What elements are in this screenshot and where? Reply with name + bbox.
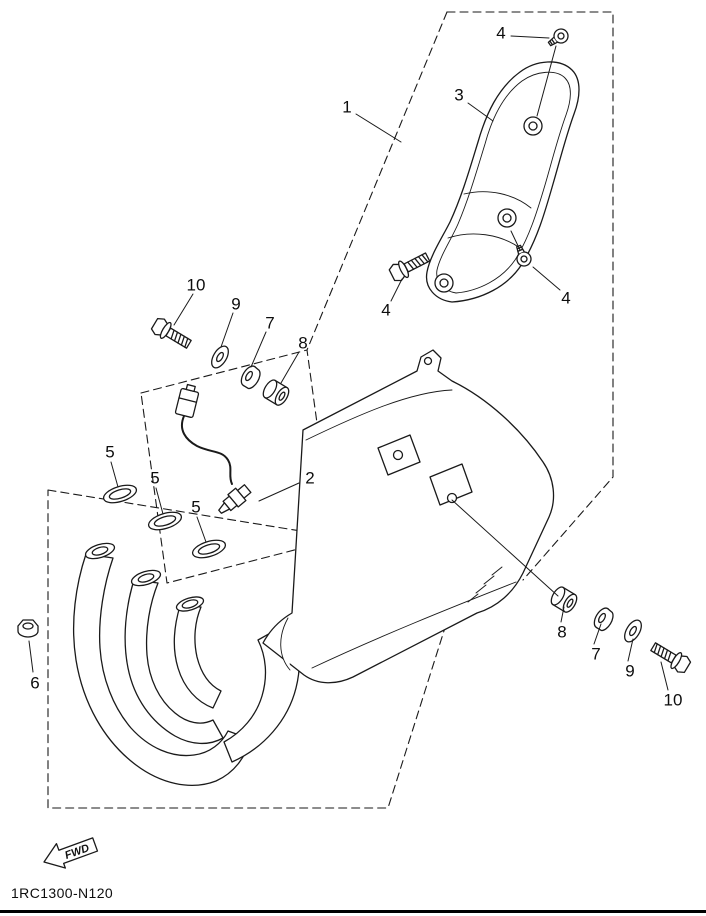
muffler-mount-hole-2 [446, 492, 458, 504]
leader-lines [28, 35, 669, 691]
muffler-mount-hole-1 [392, 449, 404, 461]
washer-7-right [590, 604, 618, 634]
muffler-endcap [280, 617, 291, 671]
callout-9-right: 9 [625, 661, 635, 681]
collar-8-right [547, 584, 581, 616]
callout-3: 3 [454, 85, 464, 105]
o2-sensor-connector [174, 383, 200, 419]
bolt-10-right [647, 638, 693, 676]
fasteners [17, 25, 572, 638]
muffler-hanger-hole [423, 356, 433, 366]
dashed-region-shield [446, 11, 614, 581]
dashed-region-headers [47, 489, 468, 809]
part-code: 1RC1300-N120 [11, 885, 114, 901]
muffler-seam-top [305, 389, 453, 441]
fwd-arrow: FWD [43, 837, 99, 869]
heat-shield-outline [425, 61, 580, 303]
washer-7-left [237, 362, 265, 392]
muffler-assembly [72, 349, 555, 787]
muffler-seam-bottom [311, 581, 517, 669]
callout-4-top: 4 [496, 23, 506, 43]
gasket-5-a [100, 481, 140, 507]
heat-shield-crease-1 [447, 233, 521, 249]
callout-2: 2 [305, 468, 315, 488]
callout-7-left: 7 [265, 313, 275, 333]
callout-10-right: 10 [663, 690, 683, 710]
nut-6 [17, 619, 39, 638]
muffler-mount-plate-2 [429, 463, 473, 506]
heat-shield-inner-line [436, 71, 571, 294]
dashed-diagonal [306, 11, 448, 351]
bolt-4-left [387, 248, 433, 284]
bolt-10-left [149, 315, 195, 353]
callout-8-right: 8 [557, 622, 567, 642]
callout-5-a: 5 [105, 442, 115, 462]
heat-shield [425, 61, 580, 303]
callout-5-b: 5 [150, 468, 160, 488]
callout-8-left: 8 [298, 333, 308, 353]
bottom-rule [0, 910, 706, 913]
fwd-arrow-shape [43, 837, 99, 869]
callout-10-left: 10 [186, 275, 206, 295]
collar-8-left [259, 377, 293, 409]
exhaust-gaskets [100, 481, 229, 562]
washer-9-left [207, 342, 233, 372]
o2-sensor-body [218, 484, 252, 514]
gasket-5-c [189, 536, 229, 562]
header-pipe-2 [124, 579, 224, 745]
callout-5-c: 5 [191, 497, 201, 517]
callout-4-left: 4 [381, 300, 391, 320]
header-flanges [84, 542, 205, 612]
o2-sensor [174, 383, 252, 514]
gasket-5-b [145, 508, 185, 534]
callout-4-right: 4 [561, 288, 571, 308]
callout-1: 1 [342, 97, 352, 117]
callout-9-left: 9 [231, 294, 241, 314]
header-pipe-1 [72, 553, 251, 787]
muffler-vents [467, 566, 503, 603]
heat-shield-crease-2 [463, 191, 532, 209]
callout-7-right: 7 [591, 644, 601, 664]
callout-6: 6 [30, 673, 40, 693]
o2-sensor-cable [180, 415, 233, 485]
header-pipe-3 [173, 605, 222, 709]
hardware-right [547, 584, 693, 676]
muffler-body [262, 349, 555, 684]
